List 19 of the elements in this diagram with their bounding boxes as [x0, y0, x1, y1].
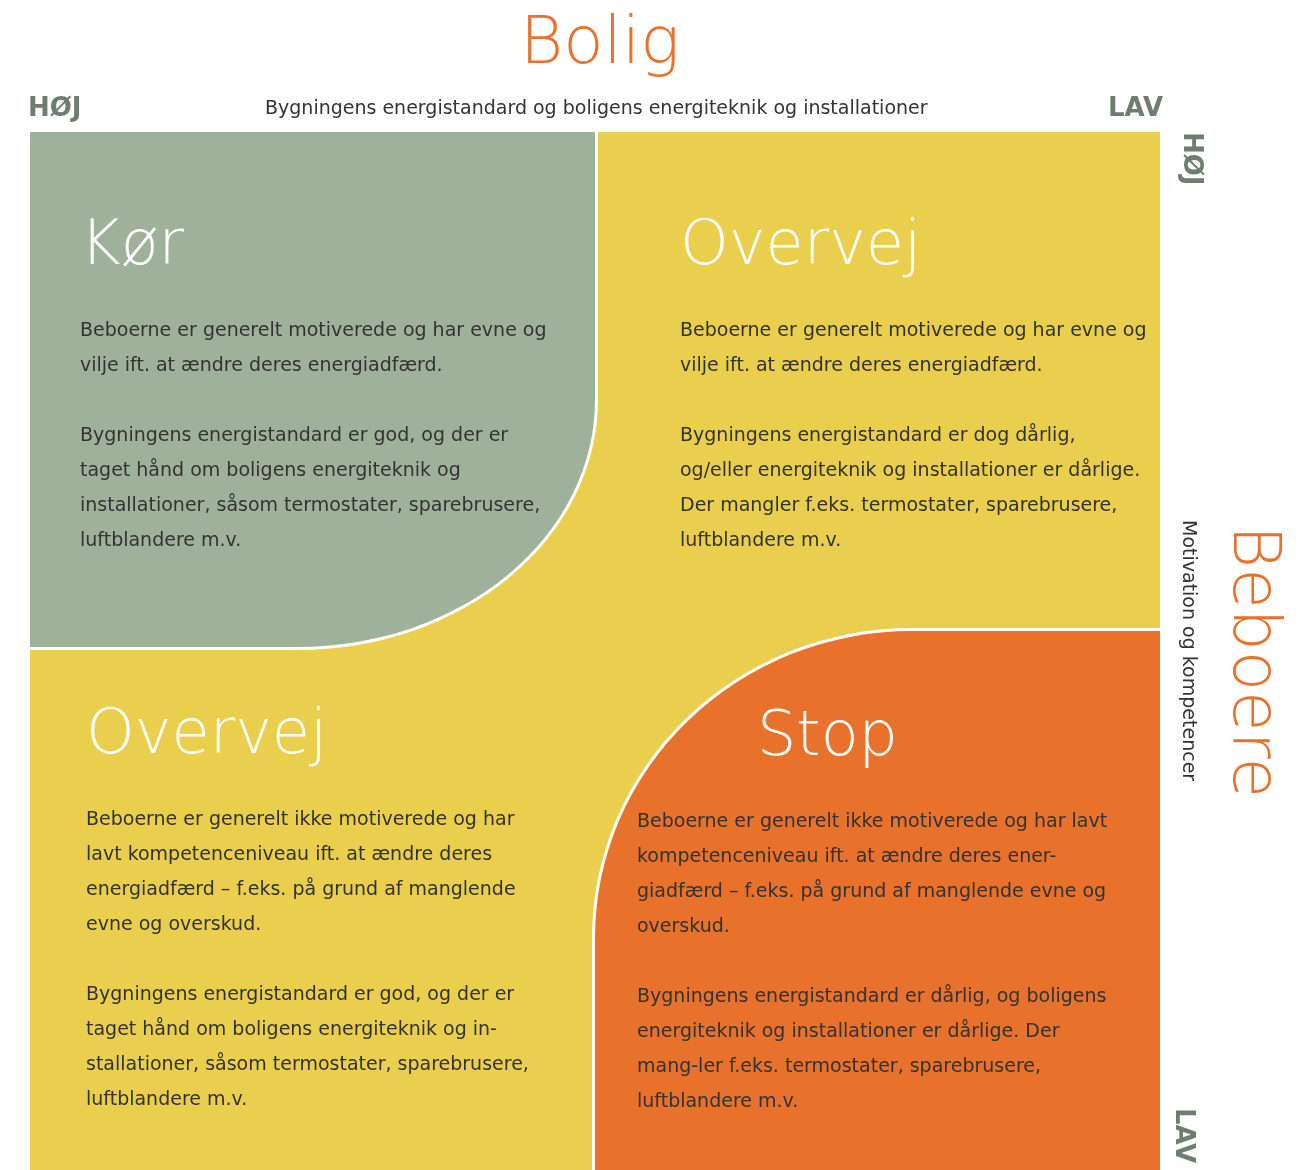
axis-title: Bolig	[520, 2, 680, 79]
axis-end-label: LAV	[1108, 92, 1164, 122]
description-text: Beboerne er generelt ikke motiverede og har lavt kompetenceniveau ift. at ændre deres ener-giadfærd – f.eks. på grund af manglende evne og overskud.	[637, 808, 1109, 938]
description-text: Bygningens energistandard er dog dårlig, og/eller energiteknik og installationer er dårlige. Der mangler f.eks. termostater, sparebrusere, luftblandere m.v.	[680, 422, 1142, 552]
axis-label: Bygningens energistandard og boligens energiteknik og installationer	[265, 96, 928, 118]
axis-label: Motivation og kompetencer	[1179, 520, 1201, 782]
quadrant-heading: Kør	[80, 212, 186, 274]
description-text: Bygningens energistandard er god, og der er taget hånd om boligens energiteknik og installationer, såsom termostater, sparebrusere, luftblandere m.v.	[80, 422, 542, 552]
axis-end-label: LAV	[1170, 1108, 1200, 1164]
description-text: Bygningens energistandard er god, og der er taget hånd om boligens energiteknik og in-stallationer, såsom termostater, sparebrusere, luftblandere m.v.	[86, 981, 530, 1111]
axis-title: Beboere	[1218, 525, 1295, 798]
description-text: Beboerne er generelt motiverede og har evne og vilje ift. at ændre deres energiadfærd.	[680, 317, 1148, 377]
quadrant-card	[592, 628, 1160, 1170]
axis-end-label: HØJ	[28, 92, 82, 122]
quadrant-card	[30, 132, 598, 650]
description-text: Beboerne er generelt ikke motiverede og har lavt kompetenceniveau ift. at ændre deres energiadfærd – f.eks. på grund af manglende evne og overskud.	[86, 806, 517, 936]
axis-end-label: HØJ	[1178, 132, 1208, 186]
description-text: Beboerne er generelt motiverede og har evne og vilje ift. at ændre deres energiadfærd.	[80, 317, 548, 377]
description-text: Bygningens energistandard er dårlig, og boligens energiteknik og installationer er dårlige. Der mang-ler f.eks. termostater, sparebrusere, luftblandere m.v.	[637, 983, 1108, 1113]
